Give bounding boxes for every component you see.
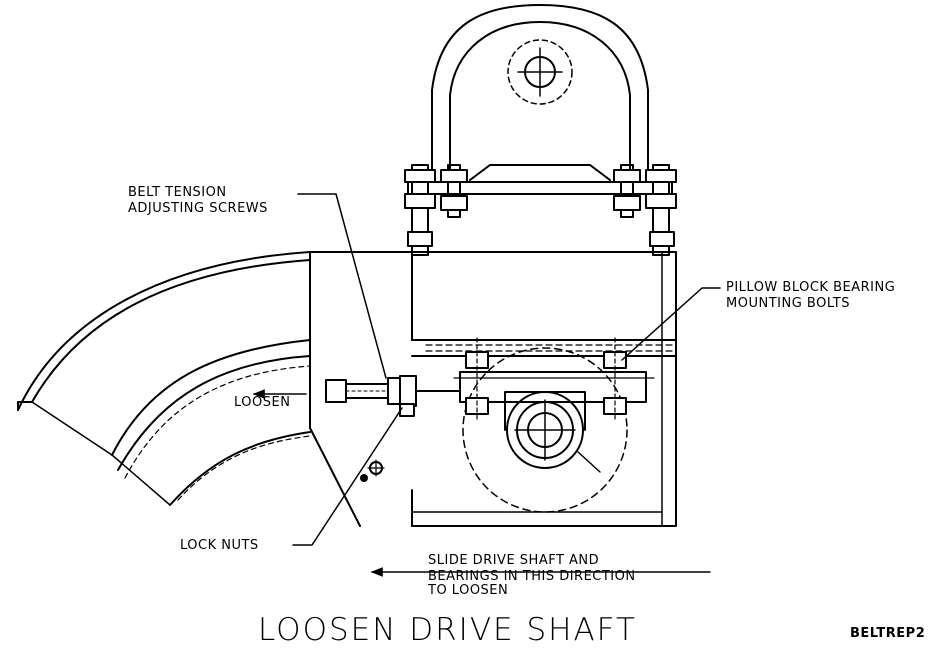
- label-slide-line1: SLIDE DRIVE SHAFT AND: [428, 553, 600, 568]
- drawing-code: BELTREP2: [850, 626, 926, 641]
- label-lock-nuts: LOCK NUTS: [180, 538, 259, 553]
- label-pillow-block-line1: PILLOW BLOCK BEARING: [726, 280, 896, 295]
- pillow-block-mounting-bolts: [465, 337, 627, 421]
- label-pillow-block-line2: MOUNTING BOLTS: [726, 296, 850, 311]
- pillow-block-housing: [407, 4, 673, 195]
- leader-lines: [252, 193, 721, 577]
- label-slide-line3: TO LOOSEN: [428, 583, 509, 598]
- label-belt-tension-line2: ADJUSTING SCREWS: [128, 201, 268, 216]
- adjusting-screw: [325, 375, 461, 417]
- label-belt-tension-line1: BELT TENSION: [128, 185, 227, 200]
- label-loosen: LOOSEN: [234, 395, 291, 410]
- drive-box-frame: [309, 251, 677, 527]
- label-slide-line2: BEARINGS IN THIS DIRECTION: [428, 569, 636, 584]
- drive-pulley: [462, 347, 628, 513]
- top-mounting-bolts: [404, 164, 677, 256]
- curved-chute: [17, 251, 311, 506]
- bolt-symbol: [360, 459, 385, 482]
- page-title: LOOSEN DRIVE SHAFT: [258, 612, 637, 648]
